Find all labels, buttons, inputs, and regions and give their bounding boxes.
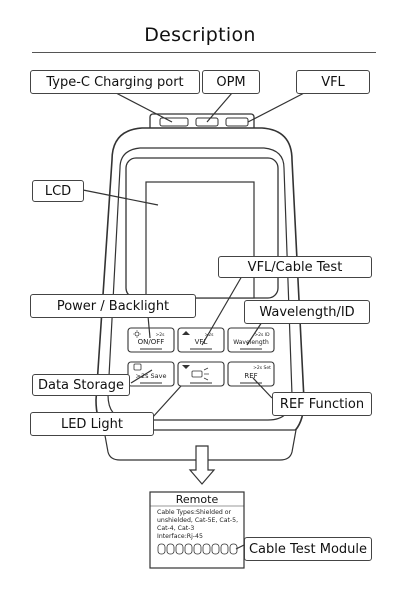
callout-vfl: VFL	[296, 70, 370, 94]
ref-hint: >2s Set	[253, 365, 271, 371]
remote-line-4: Interface:Rj-45	[157, 533, 203, 540]
wavelength-label: Wavelength	[233, 339, 269, 346]
type-c-leader	[115, 92, 173, 123]
remote-line-3: Cat-4, Cat-3	[157, 525, 195, 532]
data-storage-leader	[130, 369, 153, 384]
down-arrow-icon	[182, 365, 190, 369]
down-arrow-icon	[188, 445, 216, 485]
callout-lcd: LCD	[32, 180, 84, 202]
save-label: >2s Save	[136, 372, 167, 380]
title-divider	[32, 52, 376, 53]
vfl-key	[177, 327, 225, 353]
device-base	[103, 429, 297, 461]
led-leader	[151, 385, 182, 419]
callout-cable-test-module: Cable Test Module	[244, 537, 372, 561]
wavelength-key	[227, 327, 275, 353]
sun-icon	[133, 330, 141, 338]
save-disk-icon	[133, 363, 142, 371]
ref-leader	[252, 377, 273, 399]
remote-title: Remote	[175, 493, 219, 506]
cable-test-module-leader	[235, 544, 245, 550]
callout-data-storage: Data Storage	[32, 374, 130, 396]
wavelength-hint: >2s ID	[254, 332, 270, 338]
vfl-cable-test-leader	[201, 275, 243, 346]
ref-key	[227, 361, 275, 387]
callout-wavelength-id: Wavelength/ID	[244, 300, 370, 324]
vfl-leader	[247, 90, 309, 123]
ref-label: REF	[244, 372, 257, 380]
diagram-title: Description	[144, 24, 256, 46]
wavelength-leader	[246, 321, 263, 346]
remote-line-2: unshielded, Cat-5E, Cat-5,	[157, 517, 239, 524]
up-arrow-icon	[182, 331, 190, 335]
flashlight-icon	[191, 367, 209, 381]
remote-module	[149, 491, 245, 569]
remote-line-1: Cable Types:Shielded or	[157, 509, 232, 516]
lcd-screen	[145, 181, 255, 299]
onoff-key	[127, 327, 175, 353]
callout-opm: OPM	[202, 70, 260, 94]
onoff-label: ON/OFF	[138, 338, 165, 346]
callout-led-light: LED Light	[30, 412, 154, 436]
callout-vfl-cable-test: VFL/Cable Test	[218, 256, 372, 278]
callout-power-backlight: Power / Backlight	[30, 294, 196, 318]
vfl-hint: >2s	[205, 332, 215, 338]
callout-ref-function: REF Function	[272, 392, 372, 416]
remote-pins	[157, 543, 238, 555]
opm-leader	[206, 92, 233, 123]
power-leader	[147, 315, 151, 339]
vfl-label: VFL	[195, 338, 208, 346]
onoff-hint: >2s	[156, 332, 166, 338]
lcd-leader	[82, 189, 159, 206]
callout-type-c: Type-C Charging port	[30, 70, 200, 94]
